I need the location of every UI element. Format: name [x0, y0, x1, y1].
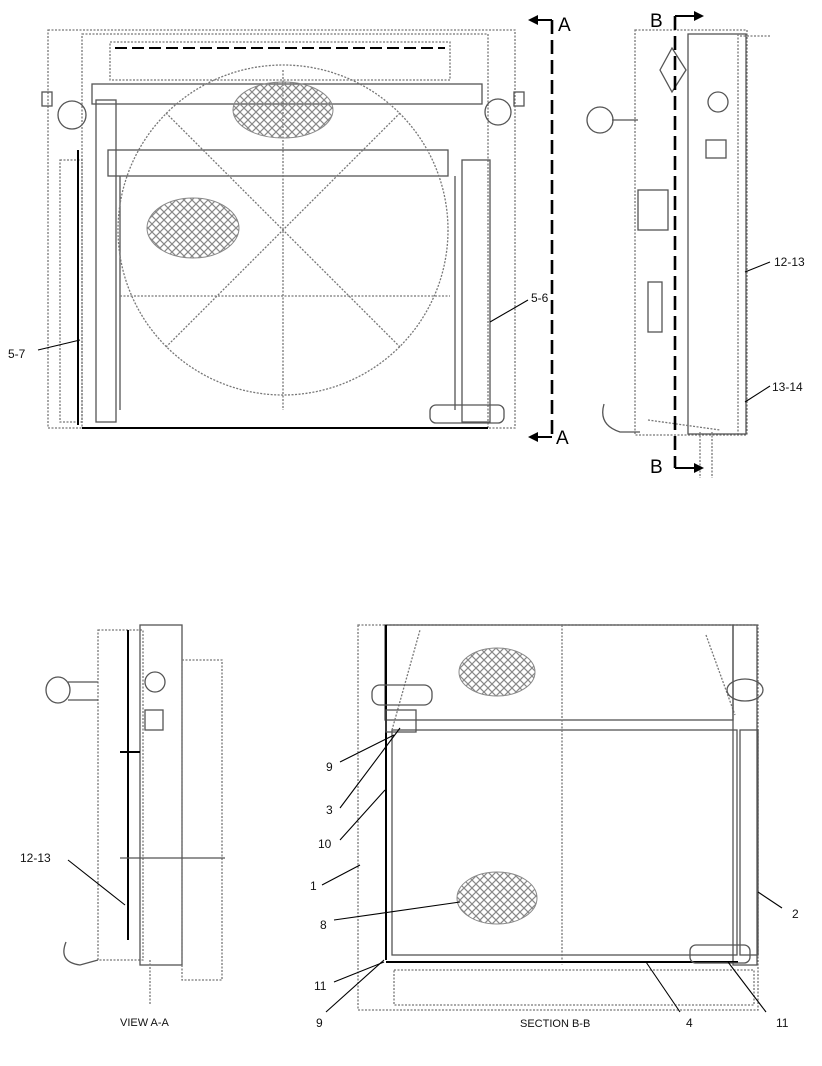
section-mark-a-bottom: A — [556, 428, 569, 449]
front-mesh-top — [232, 81, 334, 139]
callout-12-13-side: 12-13 — [774, 255, 805, 269]
callout-12-13-view: 12-13 — [20, 851, 51, 865]
section-b-b-label: SECTION B-B — [520, 1018, 590, 1030]
section-mesh-bottom — [456, 871, 538, 925]
callout-8: 8 — [320, 918, 327, 932]
callout-1: 1 — [310, 879, 317, 893]
callout-2: 2 — [792, 907, 799, 921]
view-a-a-label: VIEW A-A — [120, 1017, 170, 1029]
callout-9-top: 9 — [326, 760, 333, 774]
section-mark-b-bottom: B — [650, 457, 663, 478]
callout-5-6: 5-6 — [531, 291, 549, 305]
callout-11-right: 11 — [776, 1016, 789, 1030]
side-view — [586, 29, 770, 478]
callout-11-left: 11 — [314, 979, 327, 993]
section-mark-a-top: A — [558, 15, 571, 36]
callout-5-7: 5-7 — [8, 347, 26, 361]
section-line-a-a — [528, 15, 554, 442]
section-mesh-top — [458, 647, 536, 697]
section-line-b-b — [673, 11, 704, 473]
leader-lines — [37, 261, 783, 1013]
callout-3: 3 — [326, 803, 333, 817]
front-mesh-left — [146, 197, 240, 259]
callout-4: 4 — [686, 1016, 693, 1030]
section-b-b — [357, 624, 764, 1011]
front-view — [41, 29, 525, 429]
callout-13-14: 13-14 — [772, 380, 803, 394]
callout-9-bottom: 9 — [316, 1016, 323, 1030]
view-a-a — [45, 624, 225, 1005]
callout-10: 10 — [318, 837, 332, 851]
section-mark-b-top: B — [650, 11, 663, 32]
